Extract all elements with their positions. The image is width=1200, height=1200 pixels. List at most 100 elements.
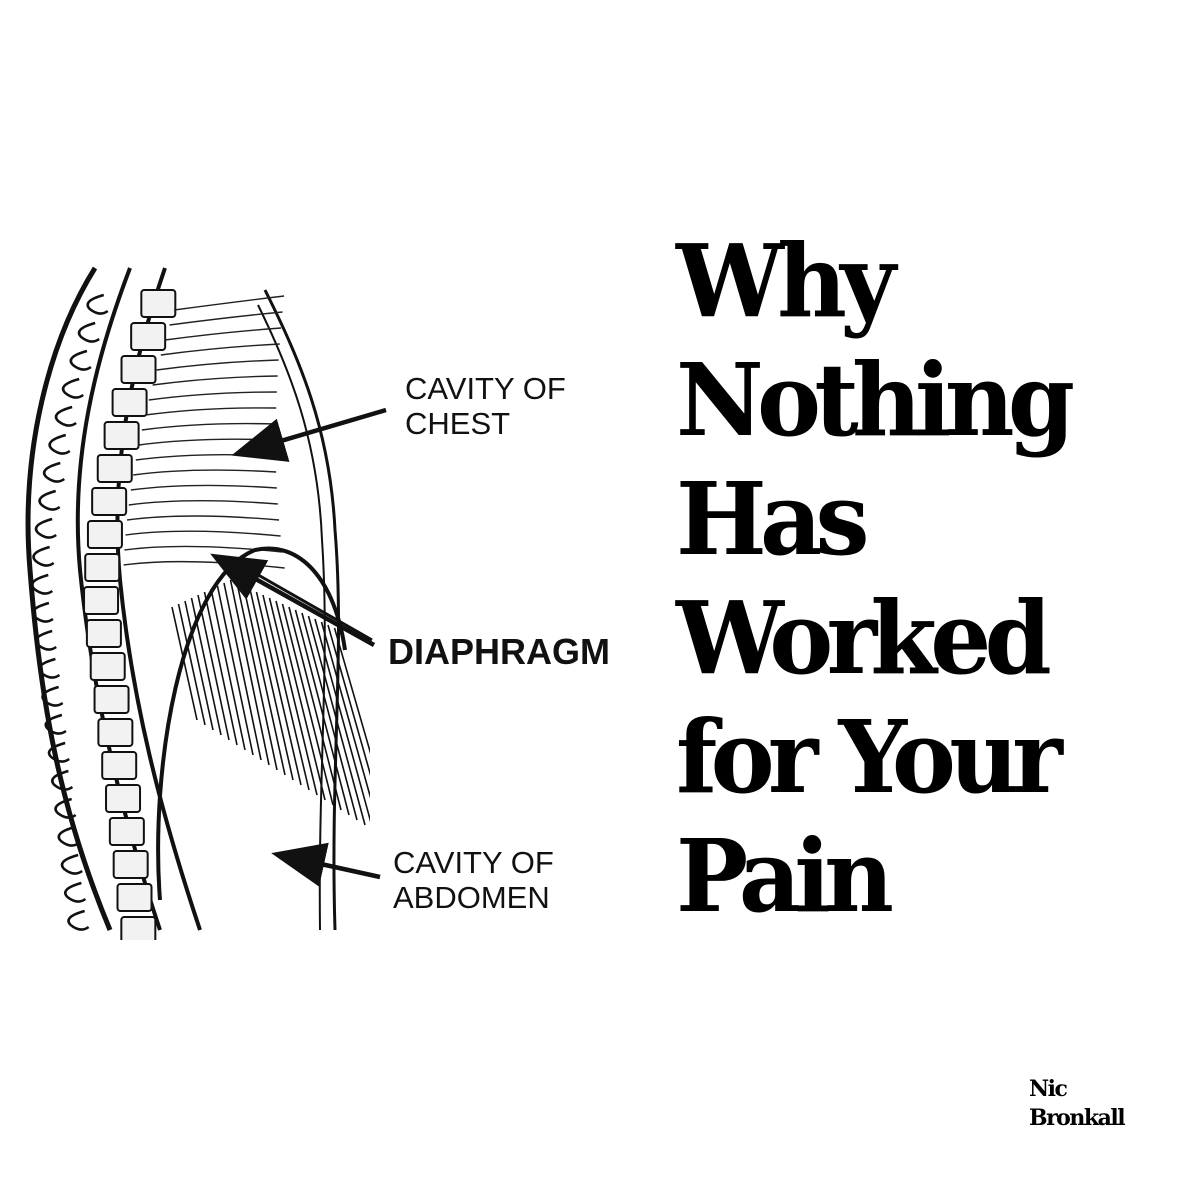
dome-hatch-line: [210, 588, 246, 751]
chest-hatch-line: [141, 422, 276, 431]
diaphragm-dome: [156, 546, 347, 901]
chest-hatch-line: [123, 560, 285, 569]
chest-hatch-line: [145, 407, 277, 416]
spinous-process: [32, 545, 55, 567]
chest-hatch-line: [148, 391, 277, 401]
headline: Why Nothing Has Worked for Your Pain: [676, 222, 1166, 936]
chest-hatch-line: [125, 530, 281, 537]
label-cavity-of-abdomen: CAVITY OF ABDOMEN: [393, 845, 643, 915]
spinous-process: [77, 321, 100, 343]
spinous-process: [86, 293, 109, 315]
spinous-process: [67, 909, 90, 931]
vertebra: [89, 652, 126, 681]
dome-hatch-line: [301, 612, 358, 821]
vertebra: [97, 718, 134, 747]
spinous-process: [41, 685, 64, 707]
spinous-process: [47, 741, 70, 763]
vertebra: [85, 619, 122, 648]
dome-hatch-line: [307, 615, 366, 826]
author-last-name: Bronkall: [1029, 1105, 1126, 1131]
vertebra: [111, 388, 148, 417]
dome-hatch-line: [203, 591, 238, 746]
dome-hatch-line: [190, 597, 222, 736]
vertebra: [130, 322, 167, 351]
chest-hatch-line: [135, 453, 276, 461]
spinous-process: [38, 657, 61, 679]
spinous-process: [30, 573, 54, 595]
author-first-name: Nic: [1029, 1076, 1068, 1102]
spinous-process: [38, 489, 61, 511]
vertebra: [112, 850, 149, 879]
dome-hatch-line: [216, 585, 254, 756]
chest-wall-line: [263, 289, 340, 931]
chest-hatch-line: [160, 343, 280, 356]
spinous-process: [60, 853, 83, 875]
headline-line-4: Worked: [676, 579, 1052, 697]
spinous-process: [42, 461, 66, 483]
vertebra: [105, 784, 142, 813]
dome-hatch-line: [327, 624, 370, 776]
vertebra: [108, 817, 145, 846]
spinous-process: [61, 377, 84, 399]
chest-hatch-line: [138, 438, 276, 446]
dome-hatch-line: [320, 621, 370, 799]
vertebra: [91, 487, 128, 516]
chest-hatch-line: [165, 327, 282, 341]
vertebra: [101, 751, 138, 780]
chest-hatch-line: [156, 359, 279, 371]
vertebra: [116, 883, 153, 912]
spine-outline-back: [25, 266, 113, 931]
chest-hatch-line: [169, 311, 283, 326]
spinous-processes: [30, 293, 109, 931]
headline-line-6: Pain: [676, 817, 894, 935]
spinous-process: [48, 433, 71, 455]
label-diaphragm: DIAPHRAGM: [388, 631, 610, 672]
author-name: Nic Bronkall: [1029, 1075, 1126, 1133]
headline-line-3: Has: [676, 460, 870, 578]
spinous-process: [54, 405, 77, 427]
spinous-process: [31, 601, 54, 623]
chest-hatch-line: [133, 469, 277, 476]
vertebra: [140, 289, 177, 318]
label-cavity-of-chest: CAVITY OF CHEST: [405, 371, 655, 441]
spinous-process: [51, 769, 74, 791]
chest-hatch-line: [130, 484, 277, 491]
label-chest-line-2: CHEST: [405, 405, 511, 441]
dome-hatch-line: [262, 594, 310, 791]
spinous-process: [44, 713, 67, 735]
chest-hatch-line: [174, 295, 285, 311]
dome-hatch-line: [333, 627, 370, 755]
spinous-process: [54, 797, 77, 819]
label-chest-line-1: CAVITY OF: [405, 371, 566, 406]
chest-hatch-line: [152, 375, 278, 386]
dome-hatch-line: [255, 591, 302, 786]
spinous-process: [34, 629, 57, 651]
vertebra: [86, 520, 123, 549]
vertebra: [93, 685, 130, 714]
dome-hatch-line: [197, 594, 230, 741]
spinous-process: [64, 881, 87, 903]
chest-hatch-line: [128, 500, 278, 506]
vertebra: [120, 355, 157, 384]
dome-hatch-line: [314, 618, 370, 823]
vertebra: [120, 916, 157, 940]
label-abdomen-line-2: ABDOMEN: [393, 879, 550, 915]
vertebra: [83, 586, 120, 615]
vertebrae-group: [83, 289, 177, 940]
dome-hatch-line: [184, 600, 214, 731]
headline-line-2: Nothing: [676, 341, 1075, 459]
spinous-process: [69, 349, 92, 371]
vertebra: [103, 421, 140, 450]
chest-hatch-line: [126, 515, 280, 521]
vertebra: [96, 454, 133, 483]
headline-line-5: for Your: [676, 698, 1063, 816]
dome-hatch-line: [177, 603, 206, 726]
spinous-process: [57, 825, 80, 847]
headline-line-1: Why: [676, 222, 896, 340]
label-abdomen-line-1: CAVITY OF: [393, 845, 554, 880]
vertebra: [84, 553, 121, 582]
spine-diaphragm-illustration: [25, 266, 370, 940]
spinous-process: [34, 517, 57, 539]
dome-hatch-line: [171, 606, 198, 721]
